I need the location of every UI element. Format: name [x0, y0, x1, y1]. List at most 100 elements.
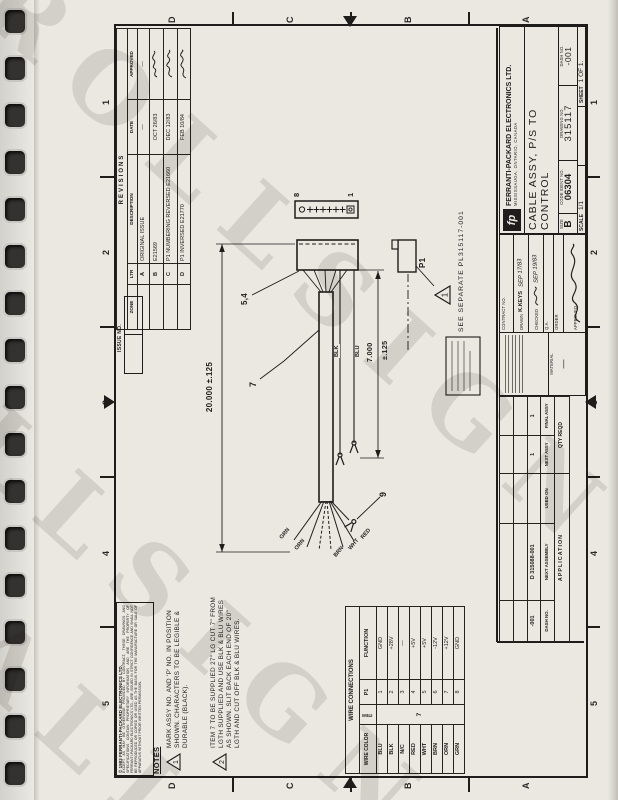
- callout-item-9: 9: [378, 491, 388, 497]
- function: —: [398, 606, 410, 680]
- wire-label-blu: BLU: [355, 344, 361, 358]
- col-item: ITEM: [359, 704, 377, 725]
- function: -12V: [431, 606, 443, 680]
- wire-connections-table: WIRE CONNECTIONS WIRE COLOR ITEM P1 FUNC…: [345, 606, 465, 774]
- see-separate-pl-note: SEE SEPARATE PL315117-001: [458, 210, 465, 332]
- binding-hole: [5, 10, 25, 33]
- size-value: B: [563, 220, 574, 228]
- checked-row: CHECKED SEP 19/83: [529, 234, 544, 332]
- material-label: MATERIAL: [549, 353, 555, 375]
- app-next-assembly-value: D 315088-001: [527, 523, 541, 601]
- binding-hole: [5, 292, 25, 315]
- rev-description: ORIGINAL ISSUE: [137, 154, 150, 264]
- issue-cell: [125, 334, 142, 373]
- binding-hole: [5, 762, 25, 785]
- approved-row: APPROVED: [564, 234, 585, 332]
- dash-no-value: -001: [563, 46, 573, 66]
- callout-items-5-4: 5,4: [240, 292, 249, 305]
- proprietary-notice: © 1983 FERRANTI-PACKARD ELECTRONICS LTD.…: [116, 602, 154, 776]
- notes-heading: NOTES: [152, 746, 161, 774]
- app-used-on-value: [527, 473, 541, 524]
- material-cell: MATERIAL —: [549, 333, 585, 395]
- rev-approved: —: [137, 28, 150, 100]
- rev-date: OCT 26/83: [149, 99, 164, 155]
- app-dash-value: -001: [527, 600, 541, 642]
- function: +5V: [409, 606, 421, 680]
- issue-no-label: ISSUE NO.: [117, 324, 123, 352]
- wire-label-blk: BLK: [334, 344, 340, 358]
- sheet-value: 1 OF 1.: [578, 60, 585, 83]
- col-dash-no: DASH NO.: [540, 600, 555, 642]
- binding-hole: [5, 198, 25, 221]
- note-1: MARK ASSY NO. AND 'P' NO. IN POSITION SH…: [166, 609, 189, 748]
- svg-text:1: 1: [441, 292, 450, 297]
- col-ltr: LTR: [127, 263, 138, 285]
- svg-text:1: 1: [173, 760, 180, 764]
- pin-number-8: 8: [292, 192, 301, 197]
- qty-reqd-label: QTY REQD: [554, 396, 570, 474]
- spiral-binding: [0, 0, 34, 800]
- material-value: —: [558, 359, 569, 369]
- checked-date: SEP 19/83: [532, 254, 540, 283]
- wire-color: N/C: [398, 724, 410, 774]
- pin: 5: [420, 679, 432, 705]
- sheet-label: SHEET: [578, 86, 585, 103]
- col-used-on: USED ON: [540, 473, 555, 524]
- revisions-table: REVISIONS ZONE LTR DESCRIPTION DATE APPR…: [116, 28, 192, 330]
- rev-description: P1 INVERSED E21770: [177, 154, 191, 264]
- wire-color: GRN: [453, 724, 465, 774]
- col-next-assembly: NEXT ASSEMBLY: [540, 523, 555, 601]
- revisions-title: REVISIONS: [116, 28, 128, 330]
- company-name: FERRANTI-PACKARD ELECTRONICS LTD.: [506, 64, 513, 206]
- wire-color: RED: [409, 724, 421, 774]
- rev-zone: [177, 284, 191, 330]
- flagnote-1-reference-triangle: 1: [434, 285, 451, 305]
- drawing-title-line2: CONTROL: [539, 171, 551, 230]
- issue-no-box: [124, 296, 143, 374]
- dim-drop-tol: ±.125: [380, 340, 389, 360]
- binding-hole: [5, 386, 25, 409]
- rev-description: P1 NUMBERING REVERSED E21660: [163, 154, 178, 264]
- function: GND: [453, 606, 465, 680]
- binding-hole: [5, 480, 25, 503]
- order-label: ORDER: [554, 234, 564, 332]
- drawn-name: K.KEYS: [518, 291, 524, 312]
- cable-assembly-linework: [216, 28, 584, 643]
- function: +12V: [442, 606, 454, 680]
- binding-hole: [5, 621, 25, 644]
- rev-date: —: [137, 99, 150, 155]
- binding-hole: [5, 339, 25, 362]
- checked-label: CHECKED: [533, 308, 539, 330]
- app-final-assy-qty: 1: [527, 396, 541, 436]
- item-number: 7: [376, 704, 465, 725]
- pin: 8: [453, 679, 465, 705]
- binding-hole: [5, 668, 25, 691]
- col-date: DATE: [127, 99, 138, 155]
- wire-color: BLK: [387, 724, 399, 774]
- qa-label: Q.A.: [544, 234, 554, 332]
- rev-ltr: A: [137, 263, 150, 285]
- rev-signature: [177, 28, 191, 100]
- function: +5V: [420, 606, 432, 680]
- binding-hole: [5, 245, 25, 268]
- col-function: FUNCTION: [359, 606, 377, 680]
- wire-color: BRN: [431, 724, 443, 774]
- checked-signature: [533, 286, 539, 306]
- col-approved: APPROVED: [127, 28, 138, 100]
- wire-color: WHT: [420, 724, 432, 774]
- pin-number-1: 1: [346, 192, 355, 197]
- binding-hole: [5, 574, 25, 597]
- scale-value: 1/1: [578, 201, 585, 211]
- dim-cable-length: 20.000 ±.125: [205, 361, 214, 413]
- code-ident-value: 06304: [563, 173, 574, 201]
- issue-cell: [125, 297, 142, 335]
- approved-signature: [570, 243, 581, 323]
- pin: 4: [409, 679, 421, 705]
- plug-label-p1: P1: [418, 257, 427, 268]
- pin: 7: [442, 679, 454, 705]
- number-row: SIZE B CODE IDENT NO. 06304 DRAWING NO. …: [559, 27, 578, 234]
- col-p1: P1: [359, 679, 377, 705]
- copyright-body: EXCEPT AS MAY BE OTHERWISE PROVIDED BY C…: [122, 605, 142, 773]
- binding-hole: [5, 527, 25, 550]
